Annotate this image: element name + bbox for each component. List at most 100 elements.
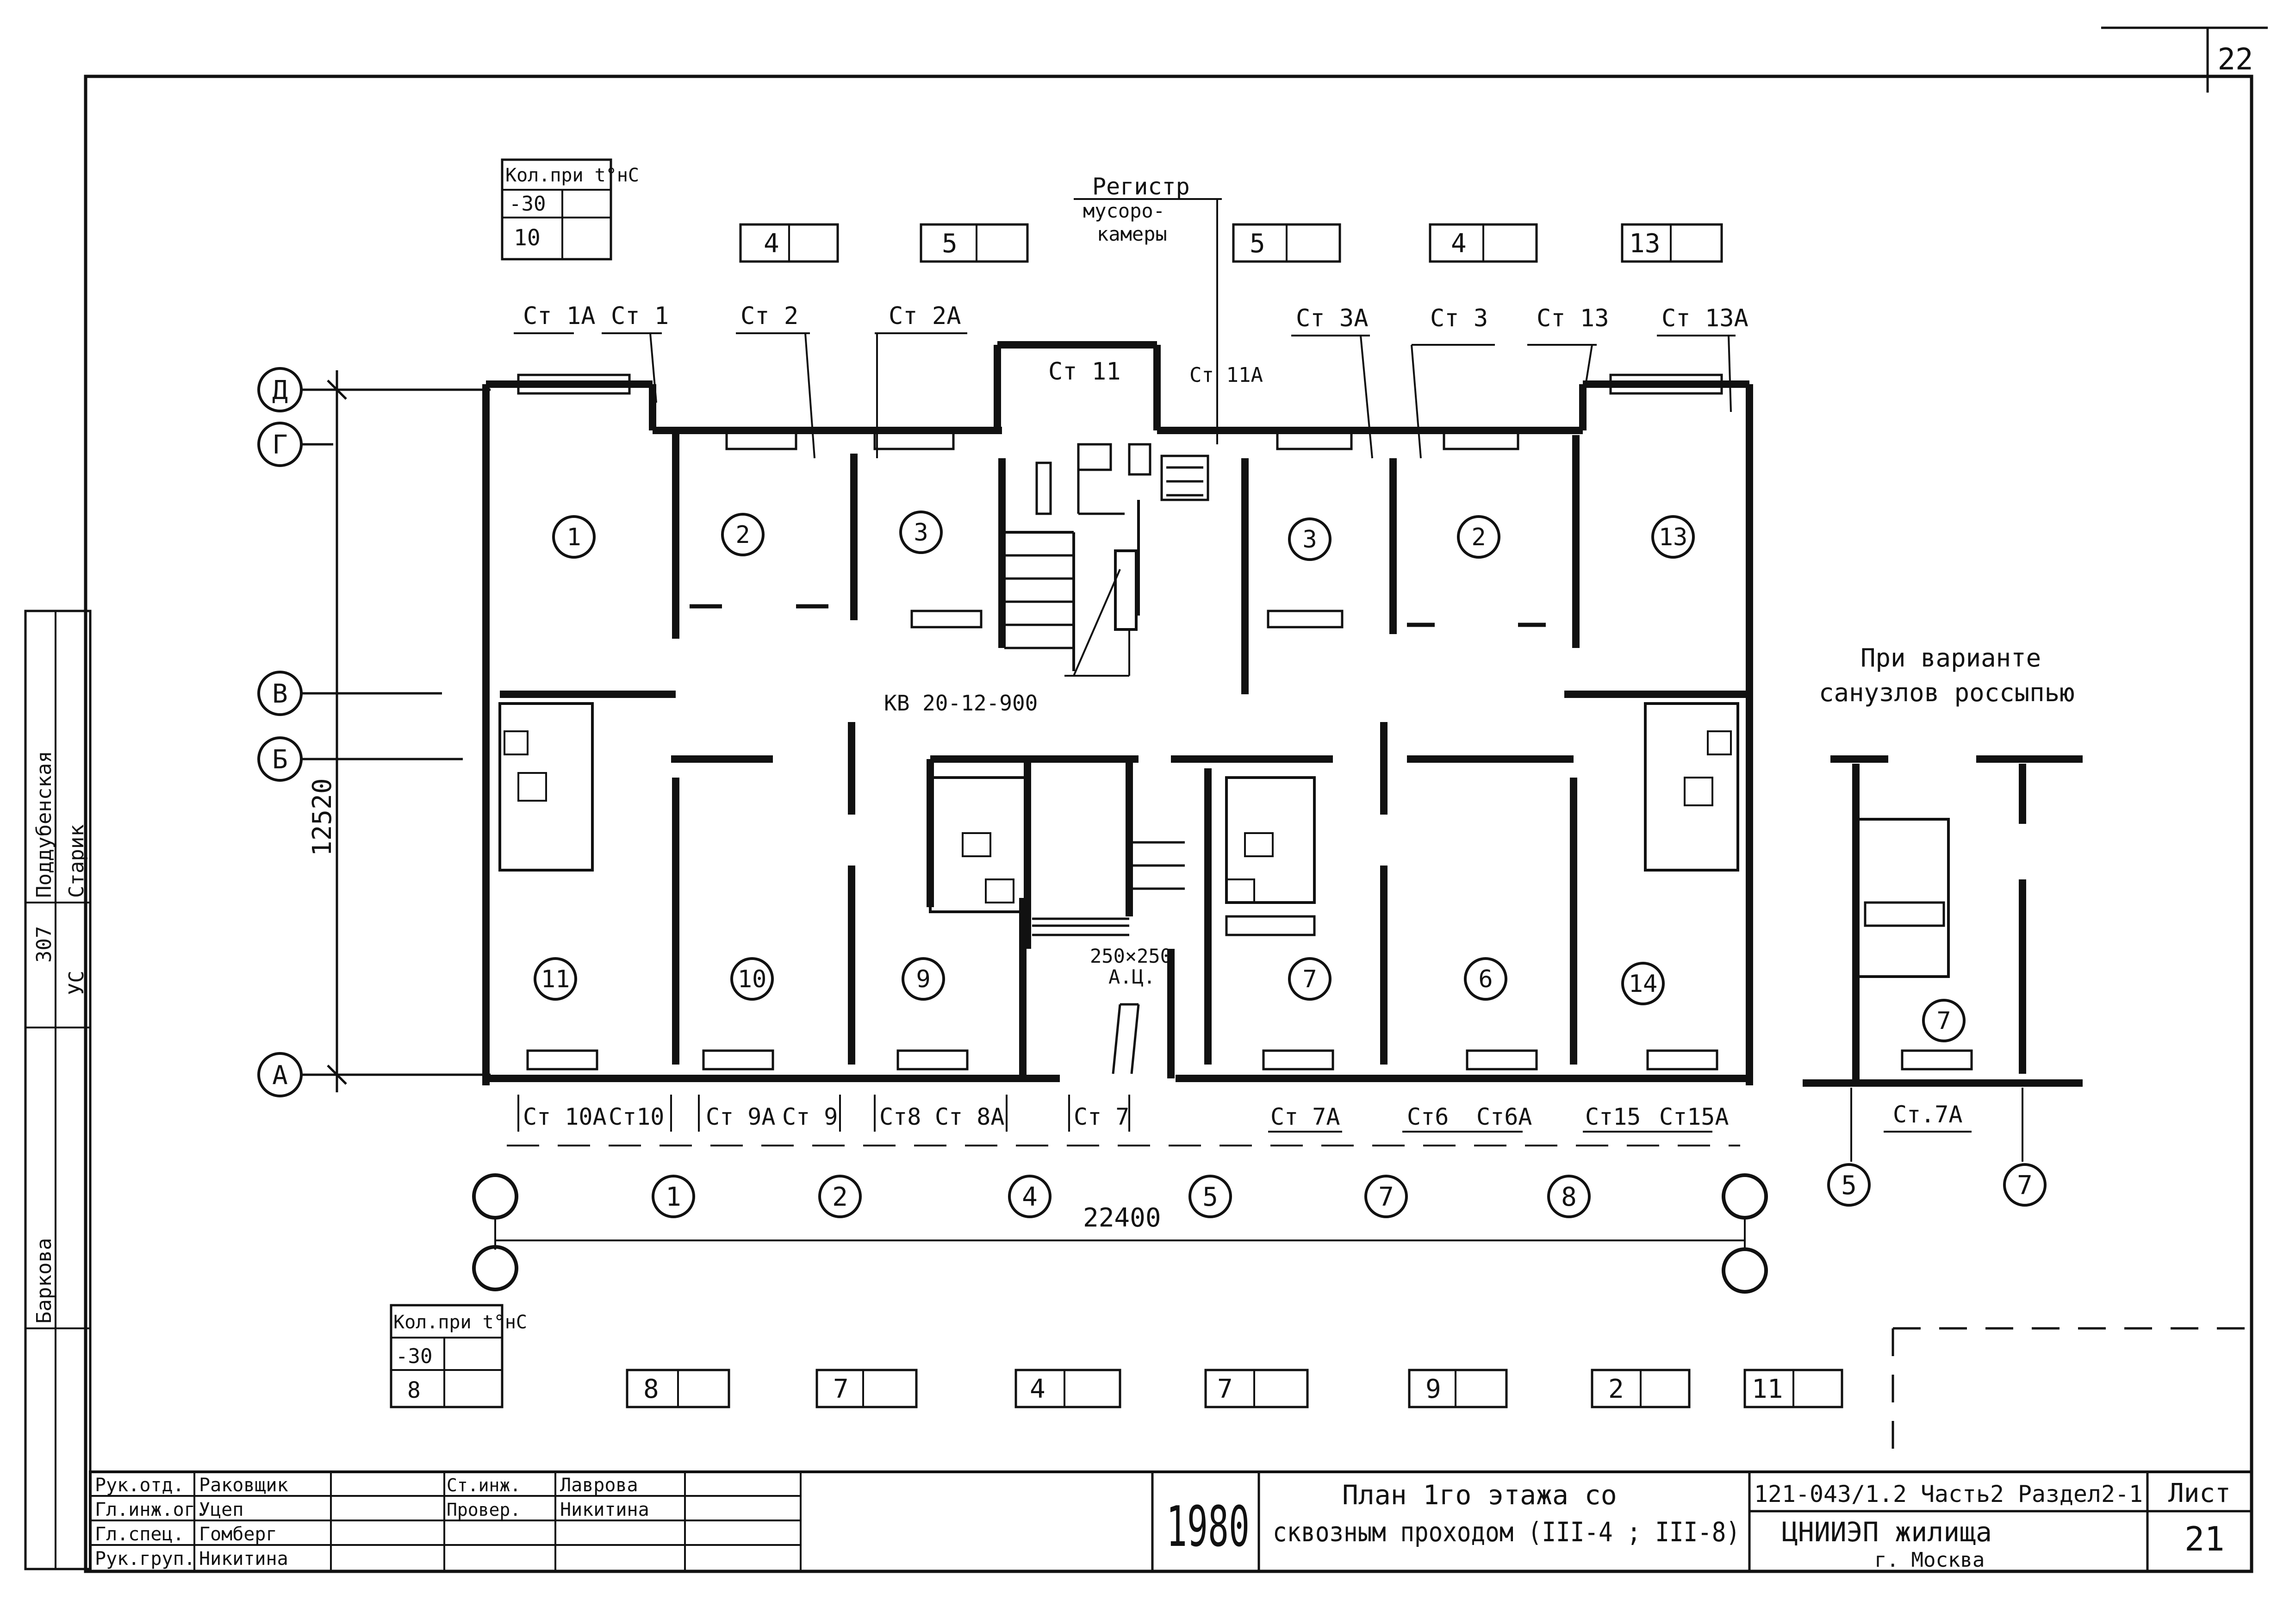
svg-text:Ст 1А: Ст 1А (523, 302, 596, 330)
svg-text:4: 4 (1451, 229, 1467, 259)
windows (517, 374, 1723, 1071)
svg-text:8: 8 (407, 1377, 421, 1403)
svg-text:14: 14 (1629, 970, 1658, 998)
svg-text:7: 7 (1936, 1007, 1951, 1035)
svg-text:Ст 7А: Ст 7А (1270, 1103, 1340, 1130)
svg-text:8: 8 (643, 1374, 659, 1404)
svg-text:В: В (272, 679, 288, 709)
svg-text:7: 7 (1378, 1182, 1394, 1212)
bathrooms (498, 610, 1739, 936)
svg-text:Поддубенская: Поддубенская (32, 751, 56, 898)
year: 1980 (1166, 1495, 1250, 1559)
svg-text:Кол.при t°нC: Кол.при t°нC (505, 165, 639, 186)
svg-text:Раковщик: Раковщик (199, 1475, 288, 1496)
svg-text:2: 2 (832, 1182, 848, 1212)
svg-text:камеры: камеры (1097, 223, 1167, 245)
temp-table-top: Кол.при t°нC -30 10 (501, 158, 639, 261)
svg-text:мусоро-: мусоро- (1083, 199, 1165, 222)
svg-text:7: 7 (1217, 1374, 1233, 1404)
svg-text:5: 5 (1202, 1182, 1218, 1212)
svg-text:1: 1 (666, 1182, 681, 1212)
svg-text:4: 4 (1030, 1374, 1045, 1404)
svg-text:Гомберг: Гомберг (199, 1524, 277, 1545)
svg-text:9: 9 (916, 965, 930, 993)
drawing-code: 121-043/1.2 Часть2 Раздел2-1 (1754, 1481, 2143, 1507)
svg-text:Ст 9: Ст 9 (782, 1103, 838, 1130)
svg-text:5: 5 (1841, 1171, 1857, 1201)
svg-text:Баркова: Баркова (32, 1238, 56, 1324)
count-boxes-bottom: 8 7 4 7 9 2 11 (626, 1369, 1843, 1408)
svg-text:Ст6: Ст6 (1407, 1103, 1449, 1130)
svg-text:7: 7 (833, 1374, 849, 1404)
sheet-number-top: 22 (2217, 43, 2253, 77)
org-name: ЦНИИЭП жилища (1782, 1516, 1992, 1548)
svg-text:УС: УС (65, 971, 88, 995)
riser-labels-top: Ст 1А Ст 1 Ст 2 Ст 2А Ст 11 Ст 11А Ст 3А… (514, 302, 1748, 459)
axis-columns: 1 2 4 5 7 8 22400 (472, 1145, 1768, 1294)
room-numbers: 1 2 3 3 2 13 11 10 9 7 6 14 (534, 511, 1695, 1005)
svg-text:7: 7 (1302, 965, 1317, 993)
svg-text:Рук.отд.: Рук.отд. (95, 1475, 184, 1496)
svg-text:Ст 2: Ст 2 (740, 302, 798, 330)
svg-text:Ст 13: Ст 13 (1537, 305, 1609, 332)
svg-text:-30: -30 (509, 192, 546, 216)
svg-text:Ст 11А: Ст 11А (1189, 363, 1263, 387)
dim-vertical: 12520 (307, 778, 337, 856)
svg-text:5: 5 (942, 229, 958, 259)
svg-text:13: 13 (1659, 523, 1688, 551)
svg-text:Гл.спец.: Гл.спец. (95, 1524, 184, 1545)
svg-text:Ст 8А: Ст 8А (935, 1103, 1005, 1130)
svg-text:4: 4 (1022, 1182, 1038, 1212)
svg-text:Ст15А: Ст15А (1659, 1103, 1729, 1130)
svg-text:Д: Д (272, 375, 288, 405)
sheet-number: 21 (2184, 1520, 2225, 1558)
svg-text:Лаврова: Лаврова (560, 1475, 638, 1496)
svg-text:Ст 11: Ст 11 (1048, 358, 1121, 386)
svg-text:Б: Б (272, 745, 288, 775)
duct-material-label: А.Ц. (1108, 965, 1155, 988)
side-stamp: Поддубенская Старик Баркова УС 307 (24, 610, 92, 1570)
svg-text:А: А (272, 1060, 288, 1090)
svg-text:Ст 7: Ст 7 (1074, 1103, 1129, 1130)
drawing-title-2: сквозным проходом (III-4 ; III-8) (1273, 1516, 1740, 1548)
svg-text:5: 5 (1250, 229, 1265, 259)
register-label: Регистр мусоро- камеры (1074, 173, 1222, 444)
svg-text:Старик: Старик (65, 824, 88, 898)
svg-text:Никитина: Никитина (199, 1548, 288, 1569)
stair-label: КВ 20-12-900 (884, 691, 1038, 716)
svg-text:307: 307 (32, 926, 56, 963)
svg-text:Ст8: Ст8 (879, 1103, 921, 1130)
sheet-label: Лист (2168, 1478, 2231, 1508)
axis-rows: Д Г В Б А 12520 (257, 367, 491, 1097)
svg-text:7: 7 (2017, 1171, 2033, 1201)
svg-text:6: 6 (1478, 965, 1493, 993)
org-city: г. Москва (1874, 1548, 1985, 1572)
svg-text:2: 2 (1608, 1374, 1624, 1404)
svg-text:11: 11 (541, 965, 570, 993)
svg-text:Кол.при t°нC: Кол.при t°нC (393, 1312, 527, 1333)
svg-text:Уцеп: Уцеп (199, 1499, 243, 1520)
title-block: Рук.отд. Гл.инж.ог. Гл.спец. Рук.груп. Р… (89, 1470, 2253, 1573)
svg-text:10: 10 (738, 965, 767, 993)
svg-text:10: 10 (514, 225, 541, 251)
svg-text:2: 2 (735, 521, 750, 549)
svg-text:Никитина: Никитина (560, 1499, 649, 1520)
dim-horizontal: 22400 (1083, 1203, 1161, 1233)
svg-text:Ст 3А: Ст 3А (1296, 305, 1369, 332)
svg-text:Ст.инж.: Ст.инж. (447, 1475, 521, 1495)
svg-text:-30: -30 (396, 1345, 432, 1368)
count-boxes-top: 4 5 5 4 13 (739, 223, 1723, 263)
svg-text:8: 8 (1561, 1182, 1577, 1212)
svg-text:3: 3 (1302, 526, 1317, 554)
svg-text:Ст 1: Ст 1 (611, 302, 669, 330)
svg-text:13: 13 (1629, 229, 1660, 259)
svg-text:Ст 10А: Ст 10А (523, 1103, 607, 1130)
temp-table-bottom: Кол.при t°нC -30 8 (390, 1304, 527, 1408)
dashed-corner (1892, 1327, 2245, 1463)
svg-text:Регистр: Регистр (1092, 173, 1190, 200)
svg-text:Ст6А: Ст6А (1476, 1103, 1532, 1130)
svg-text:1: 1 (566, 523, 581, 551)
riser-labels-bottom: Ст 10А Ст10 Ст 9А Ст 9 Ст8 Ст 8А Ст 7 Ст… (517, 1095, 1729, 1133)
svg-text:Ст15: Ст15 (1585, 1103, 1641, 1130)
